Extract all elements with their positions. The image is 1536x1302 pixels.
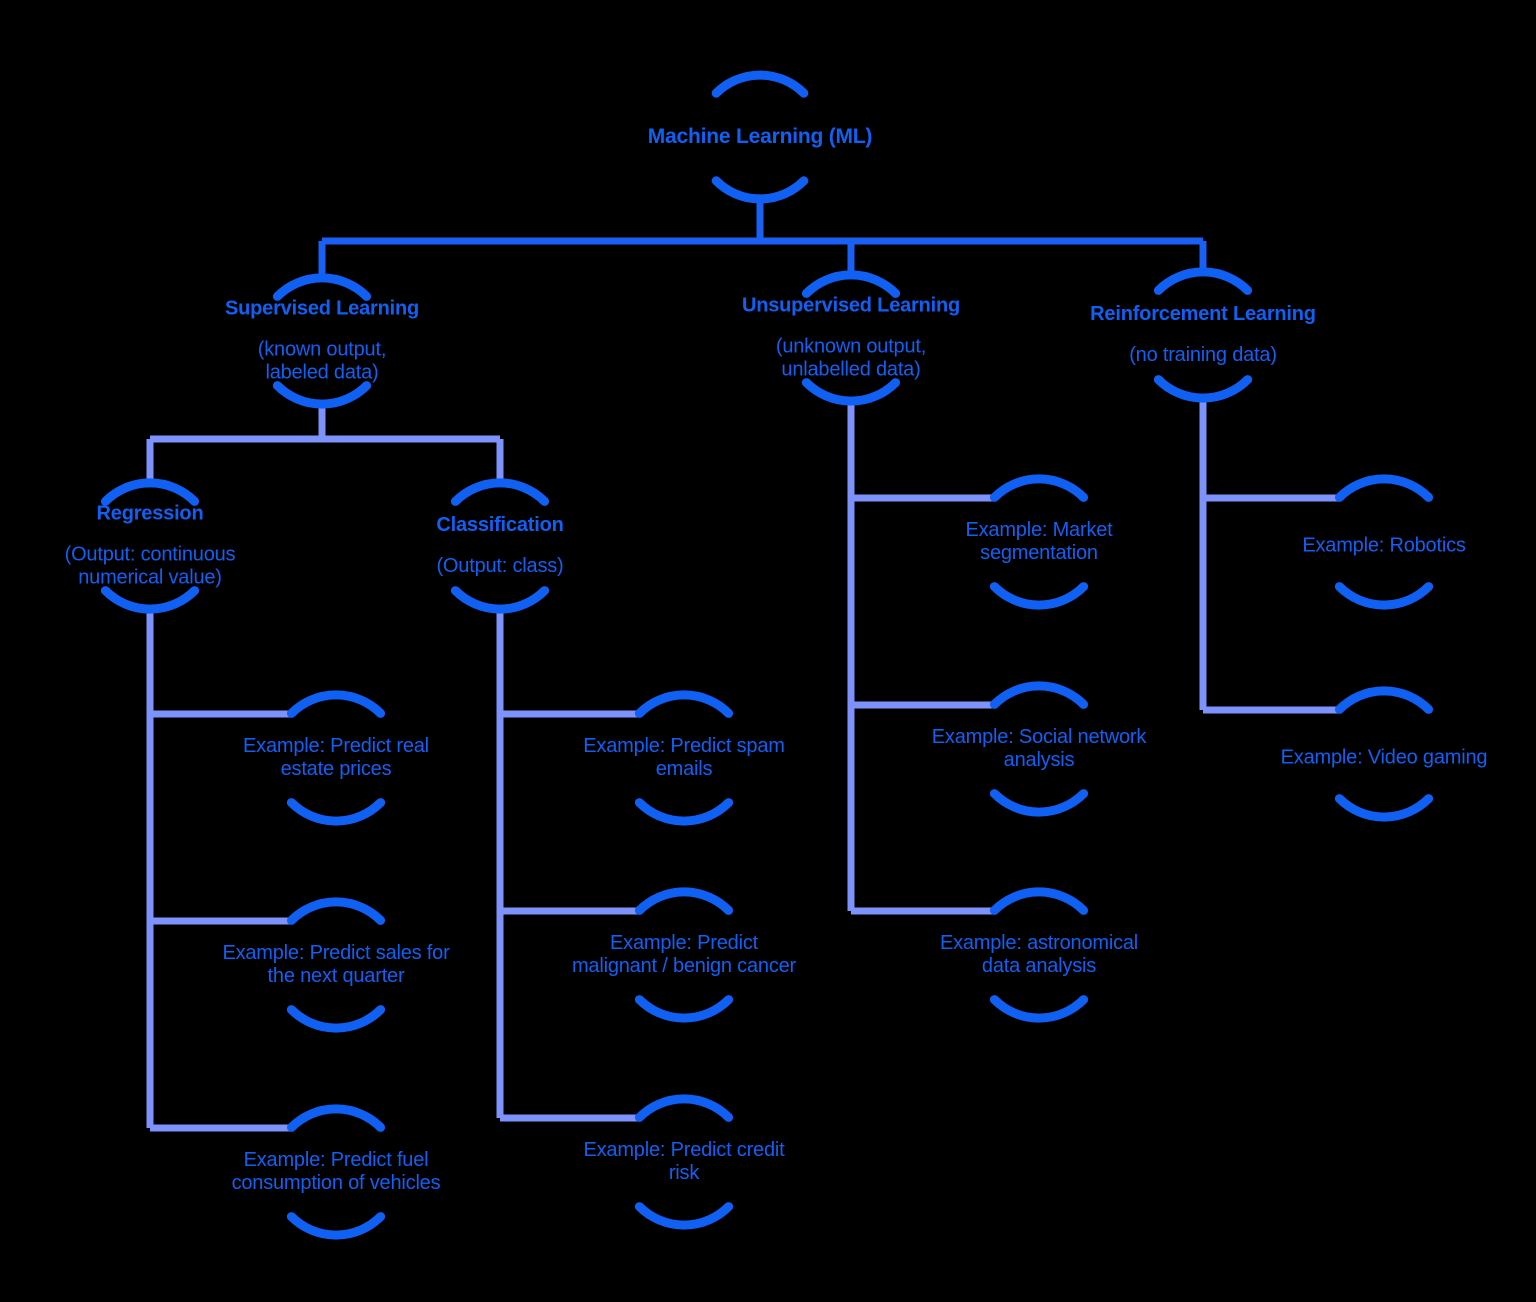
ring-reinforcement	[1153, 267, 1253, 403]
ring-unsupervised-ex1	[989, 474, 1089, 610]
ring-unsupervised-ex2	[989, 681, 1089, 817]
connectors-primary	[318, 198, 1207, 278]
ring-regression-ex2	[286, 897, 386, 1033]
node-rings	[100, 70, 1434, 1240]
ring-unsupervised-ex3	[989, 887, 1089, 1023]
connectors-secondary	[146, 399, 1340, 1132]
ring-reinforcement-ex1	[1334, 474, 1434, 610]
ring-classification-ex2	[634, 887, 734, 1023]
ring-classification-ex3	[634, 1094, 734, 1230]
ring-classification	[450, 478, 550, 614]
ring-regression-ex3	[286, 1104, 386, 1240]
ring-regression-ex1	[286, 690, 386, 826]
ring-classification-ex1	[634, 690, 734, 826]
ring-supervised	[272, 273, 372, 409]
ring-reinforcement-ex2	[1334, 686, 1434, 822]
ring-root	[711, 70, 809, 204]
ring-regression	[100, 478, 200, 614]
ring-unsupervised	[801, 270, 901, 406]
